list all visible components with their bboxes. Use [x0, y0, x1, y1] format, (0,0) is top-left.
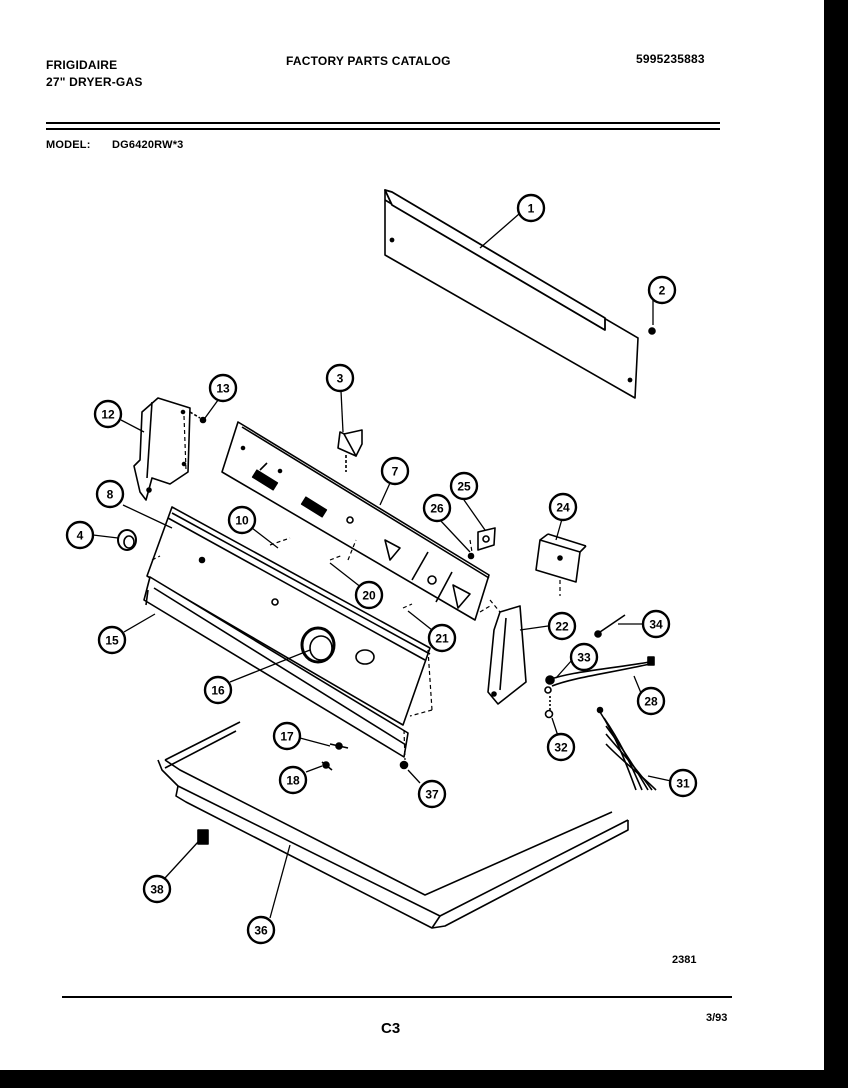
svg-text:2: 2: [659, 284, 666, 298]
part-clip-34: [594, 614, 626, 638]
catalog-title: FACTORY PARTS CATALOG: [286, 54, 451, 68]
callout-12: 12: [93, 399, 123, 429]
callout-2: 2: [647, 275, 677, 305]
svg-text:31: 31: [676, 777, 690, 791]
part-top-cover: [157, 721, 629, 929]
part-lower-trim: [143, 576, 409, 758]
callout-34: 34: [641, 609, 671, 639]
part-left-end-bracket: [133, 397, 191, 501]
revision-date: 3/93: [706, 1012, 728, 1024]
svg-text:21: 21: [435, 632, 449, 646]
part-connector-32: [544, 696, 554, 719]
callout-21: 21: [427, 623, 457, 653]
svg-text:16: 16: [211, 684, 225, 698]
callout-36: 36: [246, 915, 276, 945]
callout-33: 33: [569, 642, 599, 672]
callout-4: 4: [65, 520, 95, 550]
drawing-number: 2381: [672, 954, 697, 966]
part-screw-38: [197, 829, 209, 845]
header-rule-bottom: [46, 128, 720, 130]
callout-1: 1: [516, 193, 546, 223]
svg-text:28: 28: [644, 695, 658, 709]
model-label: MODEL:: [46, 139, 91, 151]
svg-text:25: 25: [457, 480, 471, 494]
footer-rule: [62, 996, 732, 998]
part-connector-33: [544, 675, 555, 694]
part-screw-26: [467, 552, 475, 560]
product-subtitle: 27" DRYER-GAS: [46, 75, 143, 89]
callout-8: 8: [95, 479, 125, 509]
callout-25: 25: [449, 471, 479, 501]
svg-text:8: 8: [107, 488, 114, 502]
svg-text:12: 12: [101, 408, 115, 422]
svg-text:32: 32: [554, 741, 568, 755]
svg-text:26: 26: [430, 502, 444, 516]
callout-7: 7: [380, 456, 410, 486]
callout-20: 20: [354, 580, 384, 610]
part-front-panel: [146, 506, 431, 726]
part-control-panel: [221, 421, 490, 621]
part-wire-28: [547, 656, 655, 687]
svg-text:38: 38: [150, 883, 164, 897]
callout-15: 15: [97, 625, 127, 655]
svg-text:34: 34: [649, 618, 663, 632]
svg-text:20: 20: [362, 589, 376, 603]
svg-text:10: 10: [235, 514, 249, 528]
svg-text:22: 22: [555, 620, 569, 634]
part-screw-13: [189, 411, 207, 424]
svg-text:37: 37: [425, 788, 439, 802]
callout-28: 28: [636, 686, 666, 716]
part-right-end-bracket: [487, 605, 527, 705]
part-screw-17: [329, 742, 349, 750]
callout-32: 32: [546, 732, 576, 762]
svg-text:13: 13: [216, 382, 230, 396]
callout-31: 31: [668, 768, 698, 798]
part-knob-16: [300, 626, 336, 664]
callout-22: 22: [547, 611, 577, 641]
callout-18: 18: [278, 765, 308, 795]
svg-text:15: 15: [105, 634, 119, 648]
brand-name: FRIGIDAIRE: [46, 58, 118, 72]
callout-37: 37: [417, 779, 447, 809]
callout-13: 13: [208, 373, 238, 403]
svg-text:18: 18: [286, 774, 300, 788]
callout-24: 24: [548, 492, 578, 522]
page-code: C3: [381, 1020, 401, 1037]
callout-leaders: [92, 213, 672, 919]
part-screw-37: [399, 760, 409, 770]
callout-17: 17: [272, 721, 302, 751]
svg-text:36: 36: [254, 924, 268, 938]
svg-text:33: 33: [577, 651, 591, 665]
part-rear-panel: [384, 189, 639, 399]
svg-text:7: 7: [392, 465, 399, 479]
scan-border-bottom: [0, 1070, 824, 1088]
callout-3: 3: [325, 363, 355, 393]
callout-38: 38: [142, 874, 172, 904]
header-rule-top: [46, 122, 720, 124]
part-switch-3: [337, 429, 363, 472]
svg-text:4: 4: [77, 529, 84, 543]
callout-26: 26: [422, 493, 452, 523]
part-button-4: [117, 529, 137, 551]
svg-text:17: 17: [280, 730, 294, 744]
callout-markers: 1 2 3 4 7 8 10 12 13 15 16 17 18 20 21 2…: [65, 193, 698, 945]
part-timer-24: [535, 533, 587, 583]
part-switch-25: [477, 527, 496, 551]
svg-text:3: 3: [337, 372, 344, 386]
svg-text:1: 1: [528, 202, 535, 216]
scan-border-right: [824, 0, 848, 1088]
part-screw-2: [648, 327, 656, 335]
part-wire-harness-31: [596, 706, 657, 791]
callout-16: 16: [203, 675, 233, 705]
svg-text:24: 24: [556, 501, 570, 515]
catalog-part-number: 5995235883: [636, 52, 705, 66]
callout-10: 10: [227, 505, 257, 535]
part-screw-18: [321, 761, 333, 771]
model-value: DG6420RW*3: [112, 139, 184, 151]
